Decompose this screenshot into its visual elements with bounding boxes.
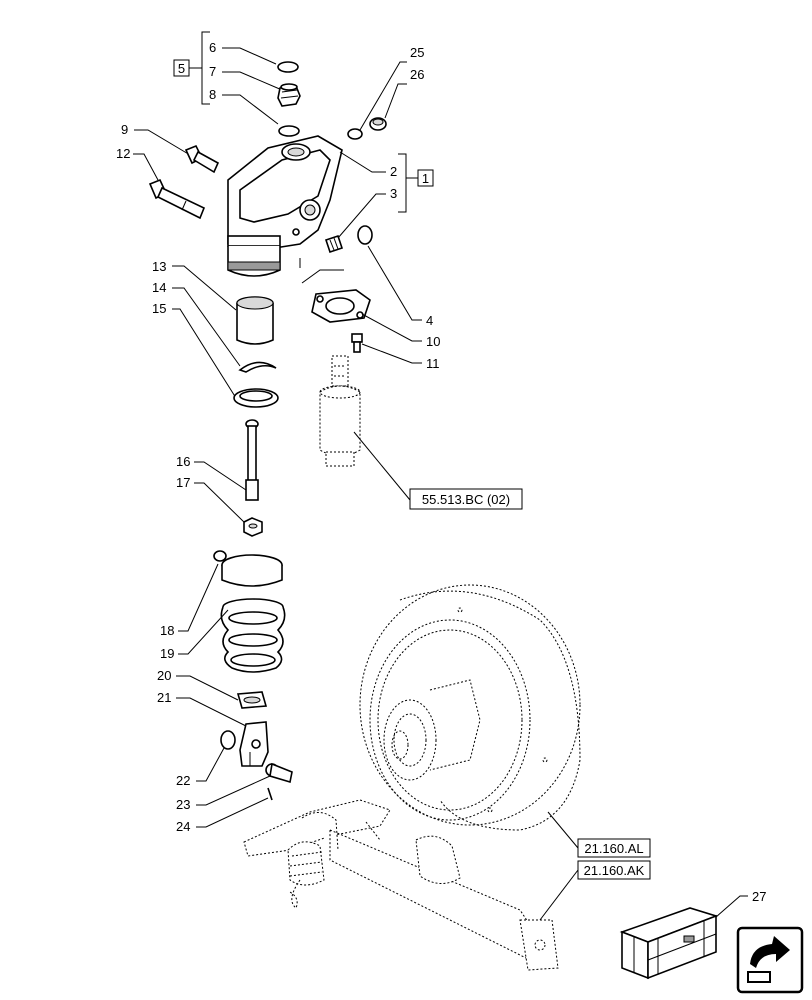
o-ring-4 (357, 225, 373, 245)
callout-3[interactable]: 3 (390, 186, 397, 201)
set-screw-3 (324, 234, 344, 254)
callout-7[interactable]: 7 (209, 64, 216, 79)
plunger-16 (245, 419, 259, 501)
callout-4[interactable]: 4 (426, 313, 433, 328)
callout-26[interactable]: 26 (410, 67, 424, 82)
valve-housing-2 (227, 135, 343, 277)
clamp-18 (213, 550, 283, 587)
sleeve-13 (236, 296, 274, 345)
callout-19[interactable]: 19 (160, 646, 174, 661)
group-box-1 (417, 169, 434, 187)
plug-26 (369, 117, 387, 131)
callout-25[interactable]: 25 (410, 45, 424, 60)
flywheel-ghost (359, 584, 581, 831)
group-box-5 (173, 59, 190, 77)
pin-23 (265, 762, 293, 784)
callout-6[interactable]: 6 (209, 40, 216, 55)
boot-19 (220, 598, 286, 673)
callout-24[interactable]: 24 (176, 819, 190, 834)
o-ring-6 (277, 61, 299, 73)
washer-22 (220, 730, 236, 750)
callout-16[interactable]: 16 (176, 454, 190, 469)
next-page-arrow-icon[interactable] (736, 926, 804, 994)
seal-25 (347, 128, 363, 140)
group-5-bracket: 5 (173, 31, 210, 105)
gasket-10 (311, 289, 371, 323)
clip-20 (236, 691, 268, 709)
callout-10[interactable]: 10 (426, 334, 440, 349)
callout-1[interactable]: 1 (422, 171, 429, 186)
callout-27[interactable]: 27 (752, 889, 766, 904)
fitting-7 (277, 83, 301, 107)
kit-crate-icon (619, 907, 719, 980)
callout-12[interactable]: 12 (116, 146, 130, 161)
bolt-9 (184, 144, 220, 174)
ref-box-lift-valve (409, 488, 523, 510)
bolt-12 (148, 178, 206, 220)
cotter-pin-24 (267, 787, 273, 801)
callout-15[interactable]: 15 (152, 301, 166, 316)
lift-valve-ghost (319, 355, 361, 467)
callout-18[interactable]: 18 (160, 623, 174, 638)
callout-13[interactable]: 13 (152, 259, 166, 274)
shaft-lever-ghost (243, 799, 559, 971)
o-ring-8 (278, 125, 300, 137)
clevis-21 (239, 721, 269, 767)
ref-flywheel[interactable]: 21.160.AL (584, 841, 643, 856)
callout-2[interactable]: 2 (390, 164, 397, 179)
ref-lift-valve[interactable]: 55.513.BC (02) (422, 492, 510, 507)
ref-box-flywheel (577, 838, 651, 858)
callout-8[interactable]: 8 (209, 87, 216, 102)
callout-20[interactable]: 20 (157, 668, 171, 683)
callout-5[interactable]: 5 (178, 61, 185, 76)
circlip-14 (238, 361, 277, 373)
callout-9[interactable]: 9 (121, 122, 128, 137)
ref-box-shaft (577, 860, 651, 880)
group-1-bracket: 1 (398, 153, 434, 213)
screw-11 (351, 333, 363, 353)
callout-22[interactable]: 22 (176, 773, 190, 788)
callout-11[interactable]: 11 (426, 356, 440, 371)
ref-shaft[interactable]: 21.160.AK (584, 863, 645, 878)
nut-17 (243, 517, 263, 537)
callout-23[interactable]: 23 (176, 797, 190, 812)
callout-14[interactable]: 14 (152, 280, 166, 295)
callout-17[interactable]: 17 (176, 475, 190, 490)
callout-21[interactable]: 21 (157, 690, 171, 705)
seal-15 (233, 388, 279, 408)
